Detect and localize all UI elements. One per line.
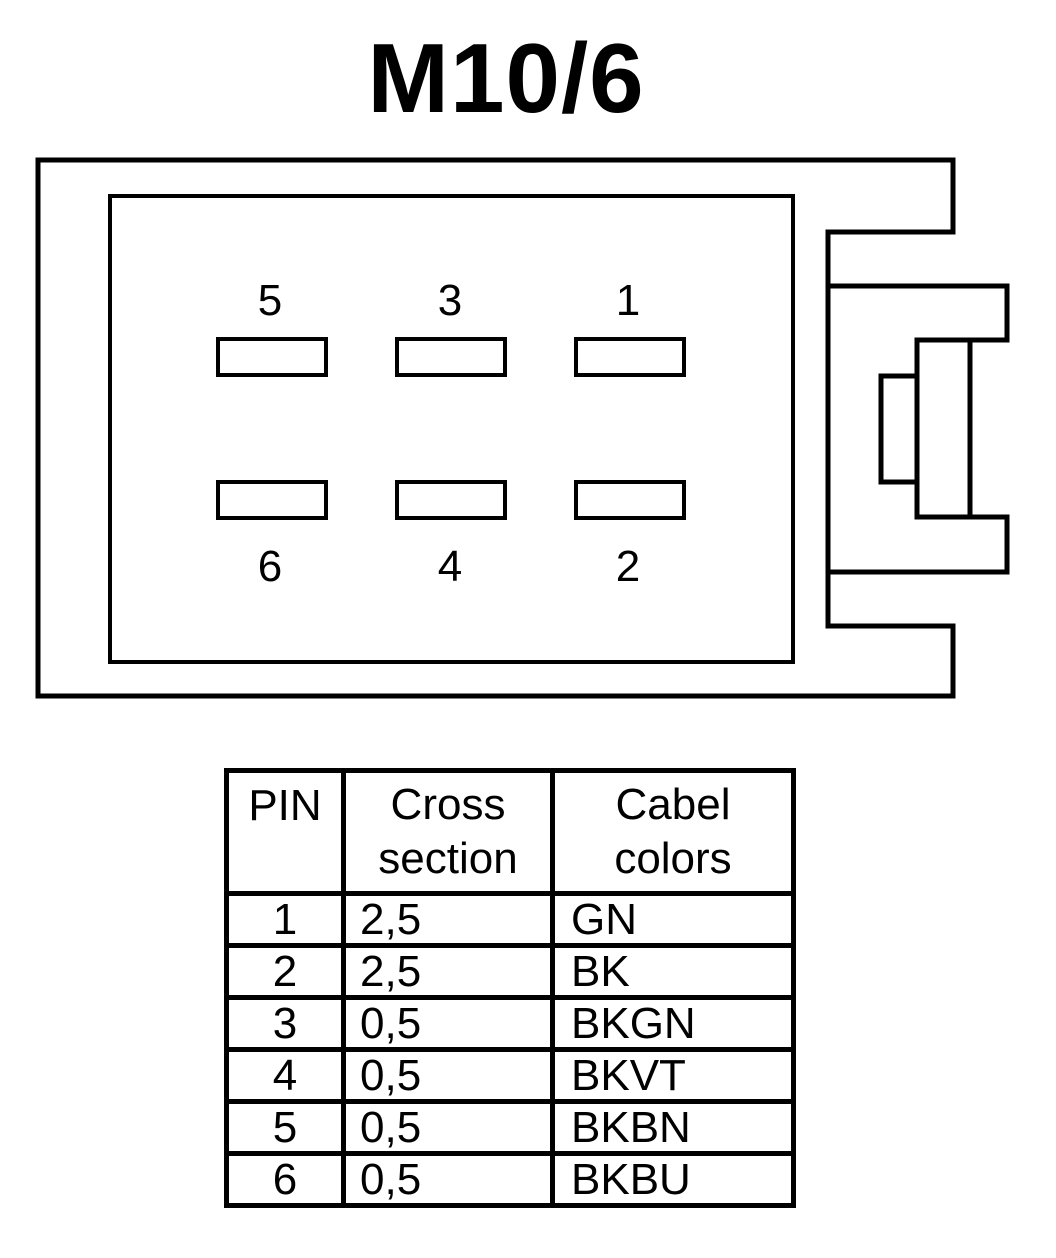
cell-pin: 4 [224, 1047, 346, 1104]
pin-label-4: 4 [438, 542, 462, 591]
table-row: 3 0,5 BKGN [224, 995, 796, 1052]
pin-slot-6 [216, 480, 328, 520]
cell-cable-color: BKGN [550, 995, 796, 1052]
cell-cross-section: 0,5 [341, 995, 555, 1052]
cell-pin: 2 [224, 943, 346, 1000]
pin-label-6: 6 [258, 542, 282, 591]
pin-slot-4 [395, 480, 507, 520]
cell-cross-section: 0,5 [341, 1099, 555, 1156]
table-row: 2 2,5 BK [224, 943, 796, 1000]
cell-cable-color: GN [550, 891, 796, 948]
header-color-line1: Cabel [615, 780, 731, 829]
pin-slot-3 [395, 337, 507, 377]
latch-button [914, 337, 973, 520]
header-cross-section: Cross section [341, 768, 555, 896]
pin-slot-1 [574, 337, 686, 377]
header-cross-line1: Cross [390, 780, 506, 829]
header-cable-colors: Cabel colors [550, 768, 796, 896]
cell-cross-section: 0,5 [341, 1151, 555, 1208]
header-pin: PIN [224, 768, 346, 896]
diagram-title: M10/6 [367, 23, 645, 133]
pin-slot-5 [216, 337, 328, 377]
cell-cable-color: BK [550, 943, 796, 1000]
header-pin-label: PIN [248, 781, 322, 830]
cell-cross-section: 2,5 [341, 891, 555, 948]
pin-label-5: 5 [258, 276, 282, 325]
table-row: 5 0,5 BKBN [224, 1099, 796, 1156]
cell-pin: 5 [224, 1099, 346, 1156]
pin-label-3: 3 [438, 276, 462, 325]
latch-tab [878, 373, 920, 485]
cell-pin: 6 [224, 1151, 346, 1208]
connector-housing-outline [35, 157, 956, 699]
header-color-line2: colors [614, 834, 732, 883]
table-header-row: PIN Cross section Cabel colors [224, 768, 796, 896]
cell-cross-section: 0,5 [341, 1047, 555, 1104]
cell-cable-color: BKVT [550, 1047, 796, 1104]
cell-pin: 1 [224, 891, 346, 948]
header-cross-line2: section [378, 834, 518, 883]
table-row: 6 0,5 BKBU [224, 1151, 796, 1208]
cell-cross-section: 2,5 [341, 943, 555, 1000]
pin-slot-2 [574, 480, 686, 520]
connector-diagram: 5 3 1 6 4 2 [35, 157, 1010, 699]
table-row: 1 2,5 GN [224, 891, 796, 948]
cell-pin: 3 [224, 995, 346, 1052]
connector-inner-cavity [108, 194, 795, 664]
pin-label-2: 2 [616, 542, 640, 591]
table-row: 4 0,5 BKVT [224, 1047, 796, 1104]
cell-cable-color: BKBU [550, 1151, 796, 1208]
pinout-table: PIN Cross section Cabel colors 1 2,5 GN … [224, 768, 796, 1208]
pin-label-1: 1 [616, 276, 640, 325]
cell-cable-color: BKBN [550, 1099, 796, 1156]
